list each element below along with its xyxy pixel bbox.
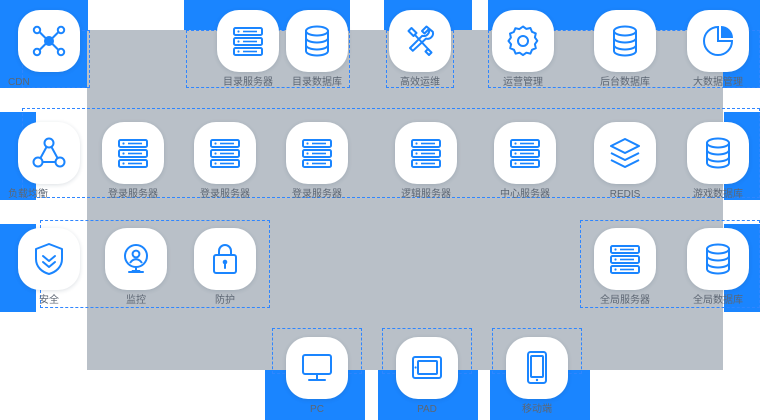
- node-global-server[interactable]: 全局服务器: [588, 228, 662, 307]
- node-label: 后台数据库: [600, 77, 650, 88]
- layers-stack-icon: [594, 122, 656, 184]
- smartphone-icon: [506, 337, 568, 399]
- node-label: 逻辑服务器: [401, 189, 451, 200]
- load-balance-icon: [18, 122, 80, 184]
- server-rack-icon: [194, 122, 256, 184]
- node-label: 监控: [126, 295, 146, 306]
- node-redis[interactable]: REDIS: [588, 122, 662, 201]
- node-label: 全局服务器: [600, 295, 650, 306]
- node-label: REDIS: [609, 189, 641, 200]
- node-security[interactable]: 安全: [12, 228, 86, 307]
- node-label: 移动端: [522, 404, 552, 415]
- database-icon: [687, 122, 749, 184]
- node-operation-mgmt[interactable]: 运营管理: [486, 10, 560, 89]
- node-bigdata-mgmt[interactable]: 大数据管理: [681, 10, 755, 89]
- node-label: 中心服务器: [500, 189, 550, 200]
- node-pc[interactable]: PC: [280, 337, 354, 416]
- node-login-server-2[interactable]: 登录服务器: [188, 122, 262, 201]
- server-rack-icon: [286, 122, 348, 184]
- node-label: 安全: [39, 295, 59, 306]
- node-directory-db[interactable]: 目录数据库: [280, 10, 354, 89]
- server-rack-icon: [102, 122, 164, 184]
- node-global-db[interactable]: 全局数据库: [681, 228, 755, 307]
- node-monitoring[interactable]: 监控: [99, 228, 173, 307]
- lock-icon: [194, 228, 256, 290]
- database-icon: [286, 10, 348, 72]
- node-label: 登录服务器: [108, 189, 158, 200]
- node-label: 防护: [215, 295, 235, 306]
- node-label: 登录服务器: [292, 189, 342, 200]
- node-label: 高效运维: [400, 77, 440, 88]
- node-label: 游戏数据库: [693, 189, 743, 200]
- node-label: PAD: [417, 404, 437, 415]
- server-rack-icon: [217, 10, 279, 72]
- tablet-icon: [396, 337, 458, 399]
- tools-wrench-screwdriver-icon: [389, 10, 451, 72]
- pie-chart-icon: [687, 10, 749, 72]
- node-label: PC: [310, 404, 324, 415]
- node-logic-server[interactable]: 逻辑服务器: [389, 122, 463, 201]
- server-rack-icon: [594, 228, 656, 290]
- node-backend-db[interactable]: 后台数据库: [588, 10, 662, 89]
- node-label: 大数据管理: [693, 77, 743, 88]
- node-login-server-1[interactable]: 登录服务器: [96, 122, 170, 201]
- node-label: CDN: [8, 77, 30, 88]
- server-rack-icon: [395, 122, 457, 184]
- node-label: 目录服务器: [223, 77, 273, 88]
- desktop-monitor-icon: [286, 337, 348, 399]
- server-rack-icon: [494, 122, 556, 184]
- gear-icon: [492, 10, 554, 72]
- node-label: 运营管理: [503, 77, 543, 88]
- node-center-server[interactable]: 中心服务器: [488, 122, 562, 201]
- node-pad[interactable]: PAD: [390, 337, 464, 416]
- node-login-server-3[interactable]: 登录服务器: [280, 122, 354, 201]
- node-directory-server[interactable]: 目录服务器: [211, 10, 285, 89]
- node-protection[interactable]: 防护: [188, 228, 262, 307]
- node-load-balancer[interactable]: 负载均衡: [8, 122, 86, 201]
- node-cdn[interactable]: CDN: [8, 10, 86, 89]
- node-label: 登录服务器: [200, 189, 250, 200]
- database-icon: [687, 228, 749, 290]
- node-mobile[interactable]: 移动端: [500, 337, 574, 416]
- camera-monitor-icon: [105, 228, 167, 290]
- node-game-db[interactable]: 游戏数据库: [681, 122, 755, 201]
- platform-panel: [87, 30, 723, 370]
- shield-icon: [18, 228, 80, 290]
- node-efficient-ops[interactable]: 高效运维: [383, 10, 457, 89]
- node-label: 全局数据库: [693, 295, 743, 306]
- node-label: 目录数据库: [292, 77, 342, 88]
- cdn-network-icon: [18, 10, 80, 72]
- database-icon: [594, 10, 656, 72]
- node-label: 负载均衡: [8, 189, 48, 200]
